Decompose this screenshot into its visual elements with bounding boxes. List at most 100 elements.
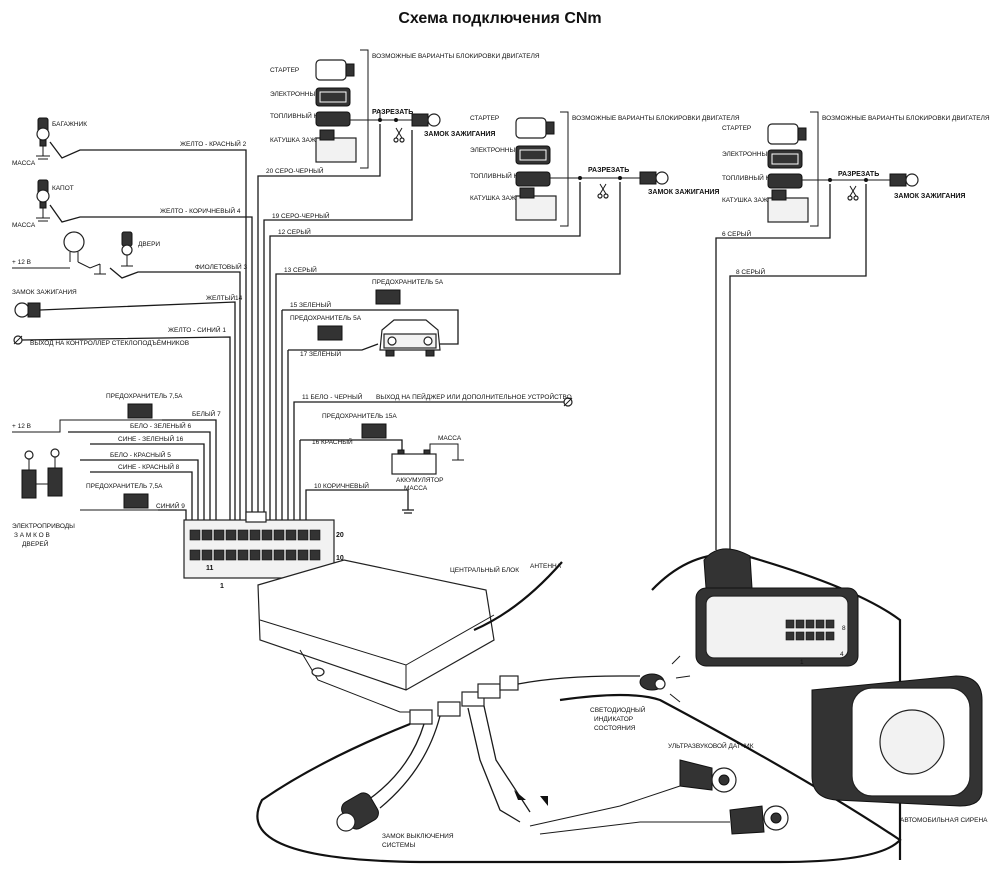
ignition-lock-label: ЗАМОК ЗАЖИГАНИЯ xyxy=(12,289,77,296)
siren-group: АВТОМОБИЛЬНАЯ СИРЕНА xyxy=(811,675,988,824)
diagram-title: Схема подключения CNm xyxy=(398,10,601,27)
wire-6-label: БЕЛО - ЗЕЛЕНЫЙ 6 xyxy=(130,421,191,430)
panel2-starter-icon xyxy=(515,117,555,139)
ignition-lock-group: ЗАМОК ЗАЖИГАНИЯ ЖЕЛТЫЙ14 xyxy=(12,289,243,318)
engine-block-panel-3: ВОЗМОЖНЫЕ ВАРИАНТЫ БЛОКИРОВКИ ДВИГАТЕЛЯ … xyxy=(715,111,990,550)
wire-13-label: 13 СЕРЫЙ xyxy=(284,265,317,274)
panel3-ignition-lock-icon xyxy=(889,173,919,187)
panel3-starter-label: СТАРТЕР xyxy=(722,125,751,132)
panel3-injection-icon xyxy=(767,149,803,169)
door-actuators-label-3: ДВЕРЕЙ xyxy=(22,539,49,548)
panel3-heading: ВОЗМОЖНЫЕ ВАРИАНТЫ БЛОКИРОВКИ ДВИГАТЕЛЯ xyxy=(822,115,990,122)
hood-switch-group: КАПОТ МАССА ЖЕЛТО - КОРИЧНЕВЫЙ 4 xyxy=(12,179,253,229)
fuse-5a-top-label: ПРЕДОХРАНИТЕЛЬ 5А xyxy=(372,279,444,286)
ultrasonic-sensor-2-icon xyxy=(729,805,789,835)
siren-wire-6-label: 6 СЕРЫЙ xyxy=(722,229,752,238)
antenna-label: АНТЕННА xyxy=(530,563,562,570)
panel1-starter-label: СТАРТЕР xyxy=(270,67,299,74)
fuse-15a-label: ПРЕДОХРАНИТЕЛЬ 15А xyxy=(322,413,397,420)
engine-block-panel-1: ВОЗМОЖНЫЕ ВАРИАНТЫ БЛОКИРОВКИ ДВИГАТЕЛЯ … xyxy=(257,49,540,224)
battery-icon xyxy=(391,449,437,475)
wire-3-label: ФИОЛЕТОВЫЙ 3 xyxy=(195,262,247,271)
switch-label-1: ЗАМОК ВЫКЛЮЧЕНИЯ xyxy=(382,833,454,840)
trunk-switch-group: БАГАЖНИК МАССА ЖЕЛТО - КРАСНЫЙ 2 xyxy=(12,117,247,167)
siren-label: АВТОМОБИЛЬНАЯ СИРЕНА xyxy=(900,817,988,824)
window-output-label: ВЫХОД НА КОНТРОЛЛЕР СТЕКЛОПОДЪЁМНИКОВ xyxy=(30,339,189,347)
wire-16-label: 16 КРАСНЫЙ xyxy=(312,437,353,446)
switch-label-2: СИСТЕМЫ xyxy=(382,842,416,849)
fuse-75a-top-icon xyxy=(118,403,162,421)
panel3-coil-label: КАТУШКА ЗАЖИГАНИЯ xyxy=(722,197,794,204)
trunk-switch-icon xyxy=(36,117,50,147)
panel1-cut-label: РАЗРЕЗАТЬ xyxy=(372,109,413,116)
door-actuators-group: ПРЕДОХРАНИТЕЛЬ 7,5А + 12 В БЕЛЫЙ 7 БЕЛО … xyxy=(12,393,221,548)
panel1-pump-label: ТОПЛИВНЫЙ НАСОС xyxy=(270,111,337,120)
trunk-label: БАГАЖНИК xyxy=(52,121,87,128)
panel2-starter-label: СТАРТЕР xyxy=(470,115,499,122)
led-label-3: СОСТОЯНИЯ xyxy=(594,725,636,732)
panel2-coil-label: КАТУШКА ЗАЖИГАНИЯ xyxy=(470,195,542,202)
wire-20-label: 20 СЕРО-ЧЕРНЫЙ xyxy=(266,166,324,175)
panel1-coil-label: КАТУШКА ЗАЖИГАНИЯ xyxy=(270,137,342,144)
doors-label: ДВЕРИ xyxy=(138,241,160,248)
connector-pin-1: 1 xyxy=(220,583,224,590)
panel2-heading: ВОЗМОЖНЫЕ ВАРИАНТЫ БЛОКИРОВКИ ДВИГАТЕЛЯ xyxy=(572,115,740,122)
plus12-top-label: + 12 В xyxy=(12,259,31,266)
panel3-pump-icon xyxy=(767,173,803,189)
panel1-heading: ВОЗМОЖНЫЕ ВАРИАНТЫ БЛОКИРОВКИ ДВИГАТЕЛЯ xyxy=(372,53,540,60)
door-actuators-label-1: ЭЛЕКТРОПРИВОДЫ xyxy=(12,523,75,530)
wire-5-label: БЕЛО - КРАСНЫЙ 5 xyxy=(110,450,171,459)
panel1-scissors-icon xyxy=(393,127,405,143)
wire-15-label: 15 ЗЕЛЕНЫЙ xyxy=(290,300,331,309)
wire-1-label: ЖЕЛТО - СИНИЙ 1 xyxy=(168,325,226,334)
panel2-injection-icon xyxy=(515,145,551,165)
pager-output: 11 БЕЛО - ЧЕРНЫЙ ВЫХОД НА ПЕЙДЖЕР ИЛИ ДО… xyxy=(293,392,573,407)
panel3-pump-label: ТОПЛИВНЫЙ НАСОС xyxy=(722,173,789,182)
wire-14-label: ЖЕЛТЫЙ14 xyxy=(206,293,243,302)
siren-pin-4: 4 xyxy=(840,651,844,658)
wire-7-label: БЕЛЫЙ 7 xyxy=(192,409,221,418)
panel2-ignition-lock-icon xyxy=(639,171,669,185)
pager-output-label: ВЫХОД НА ПЕЙДЖЕР ИЛИ ДОПОЛНИТЕЛЬНОЕ УСТР… xyxy=(376,392,572,401)
panel1-injection-icon xyxy=(315,87,351,107)
panel3-coil-icon xyxy=(767,189,809,223)
panel1-ignition-lock-icon xyxy=(411,113,441,127)
panel2-coil-icon xyxy=(515,187,557,221)
connector-pin-11: 11 xyxy=(206,565,214,572)
panel1-injection-label: ЭЛЕКТРОННЫЙ ВПРЫСК xyxy=(270,89,349,98)
actuator-right-icon xyxy=(47,448,63,497)
connector-pin-10: 10 xyxy=(336,555,344,562)
main-connector: 20 11 1 10 xyxy=(183,511,344,590)
disable-switch-icon xyxy=(336,792,379,832)
wire-12-label: 12 СЕРЫЙ xyxy=(278,227,311,236)
wire-17-label: 17 ЗЕЛЕНЫЙ xyxy=(300,349,341,358)
led-label-2: ИНДИКАТОР xyxy=(594,716,633,723)
panel1-starter-icon xyxy=(315,59,355,81)
engine-block-panel-2: ВОЗМОЖНЫЕ ВАРИАНТЫ БЛОКИРОВКИ ДВИГАТЕЛЯ … xyxy=(269,111,740,278)
ignition-lock-icon xyxy=(14,302,41,318)
siren-wire-8-label: 8 СЕРЫЙ xyxy=(736,267,766,276)
ultrasonic-label: УЛЬТРАЗВУКОВОЙ ДАТЧИК xyxy=(668,741,754,750)
fuse-15a-icon xyxy=(361,423,387,439)
panel3-injection-label: ЭЛЕКТРОННЫЙ ВПРЫСК xyxy=(722,149,801,158)
fuse-5a-left-icon xyxy=(317,325,343,341)
wire-harness xyxy=(229,153,307,520)
panel2-pump-label: ТОПЛИВНЫЙ НАСОС xyxy=(470,171,537,180)
panel3-starter-icon xyxy=(767,123,807,145)
fuse-5a-left-label: ПРЕДОХРАНИТЕЛЬ 5А xyxy=(290,315,362,322)
battery-label: АККУМУЛЯТОР xyxy=(396,477,443,484)
panel3-cut-label: РАЗРЕЗАТЬ xyxy=(838,171,879,178)
door-switch-group: + 12 В ДВЕРИ ФИОЛЕТОВЫЙ 3 xyxy=(12,231,247,279)
wire-9-label: СИНИЙ 9 xyxy=(156,501,185,510)
plus12-bottom-label: + 12 В xyxy=(12,423,31,430)
lights-circuit: ПРЕДОХРАНИТЕЛЬ 5А 15 ЗЕЛЕНЫЙ ПРЕДОХРАНИТ… xyxy=(282,279,459,358)
panel2-pump-icon xyxy=(515,171,551,187)
ultrasonic-sensor-1-icon xyxy=(679,759,737,793)
panel1-coil-icon xyxy=(315,129,357,163)
wire-4-label: ЖЕЛТО - КОРИЧНЕВЫЙ 4 xyxy=(160,206,241,215)
hood-switch-icon xyxy=(36,179,50,209)
ground-label-b: МАССА xyxy=(404,485,428,492)
panel2-injection-label: ЭЛЕКТРОННЫЙ ВПРЫСК xyxy=(470,145,549,154)
